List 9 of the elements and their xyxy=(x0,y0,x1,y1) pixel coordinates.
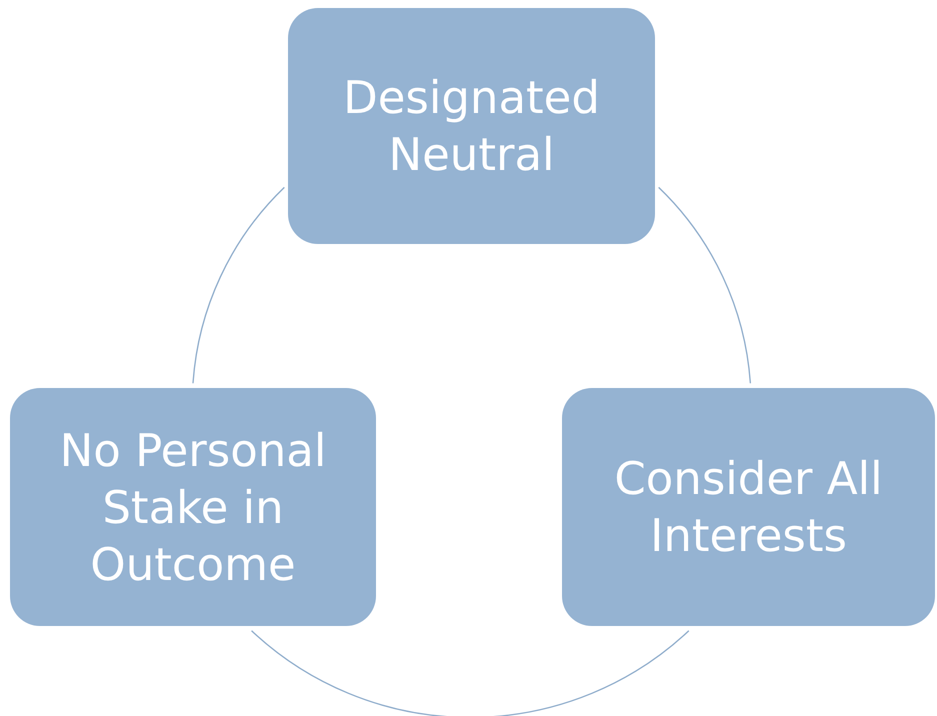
box-label: Designated Neutral xyxy=(342,70,601,183)
process-box xyxy=(288,8,655,244)
connector-arc xyxy=(658,186,751,384)
process-box xyxy=(10,388,376,626)
box-label: No Personal Stake in Outcome xyxy=(58,422,328,592)
box-label: Consider All Interests xyxy=(613,451,884,564)
connector-arc xyxy=(192,186,285,384)
connector-arc xyxy=(251,630,690,716)
process-box xyxy=(562,388,935,626)
